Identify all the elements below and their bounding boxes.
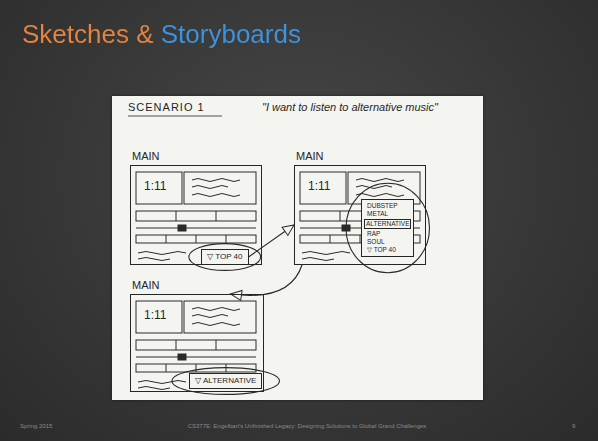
genre-option: METAL (366, 210, 409, 218)
screen-mockup: MAIN1:11DUBSTEPMETALALTERNATIVERAPSOUL▽ … (294, 165, 426, 265)
dropdown-box: ▽ ALTERNATIVE (189, 373, 262, 389)
genre-option: ▽ TOP 40 (366, 246, 409, 254)
time-display: 1:11 (144, 308, 166, 322)
footer-course: CS377E: Engelbart's Unfinished Legacy: D… (100, 423, 514, 429)
screen-title: MAIN (296, 150, 324, 162)
scenario-heading: SCENARIO 1 (128, 101, 205, 113)
dropdown-list: DUBSTEPMETALALTERNATIVERAPSOUL▽ TOP 40 (361, 199, 414, 257)
page-number: 9 (572, 423, 575, 429)
screen-title: MAIN (132, 150, 160, 162)
dropdown-value: ▽ ALTERNATIVE (195, 376, 256, 386)
dropdown-box: ▽ TOP 40 (201, 249, 249, 265)
genre-option: SOUL (366, 238, 409, 246)
flow-arrow (231, 265, 303, 295)
flow-arrow (249, 225, 294, 257)
screen-mockup: MAIN1:11▽ TOP 40 (130, 165, 262, 265)
slide-title: Sketches & Storyboards (22, 18, 301, 50)
dropdown-value: ▽ TOP 40 (207, 252, 243, 262)
screen-mockup: MAIN1:11▽ ALTERNATIVE (130, 294, 264, 392)
scenario-quote: "I want to listen to alternative music" (262, 101, 438, 113)
time-display: 1:11 (308, 179, 330, 193)
time-display: 1:11 (144, 179, 166, 193)
sketch-photo (112, 96, 483, 400)
genre-option: RAP (366, 230, 409, 238)
footer-date: Spring 2015 (20, 423, 52, 429)
genre-option: ALTERNATIVE (364, 219, 411, 229)
genre-option: DUBSTEP (366, 202, 409, 210)
screen-title: MAIN (132, 279, 160, 291)
